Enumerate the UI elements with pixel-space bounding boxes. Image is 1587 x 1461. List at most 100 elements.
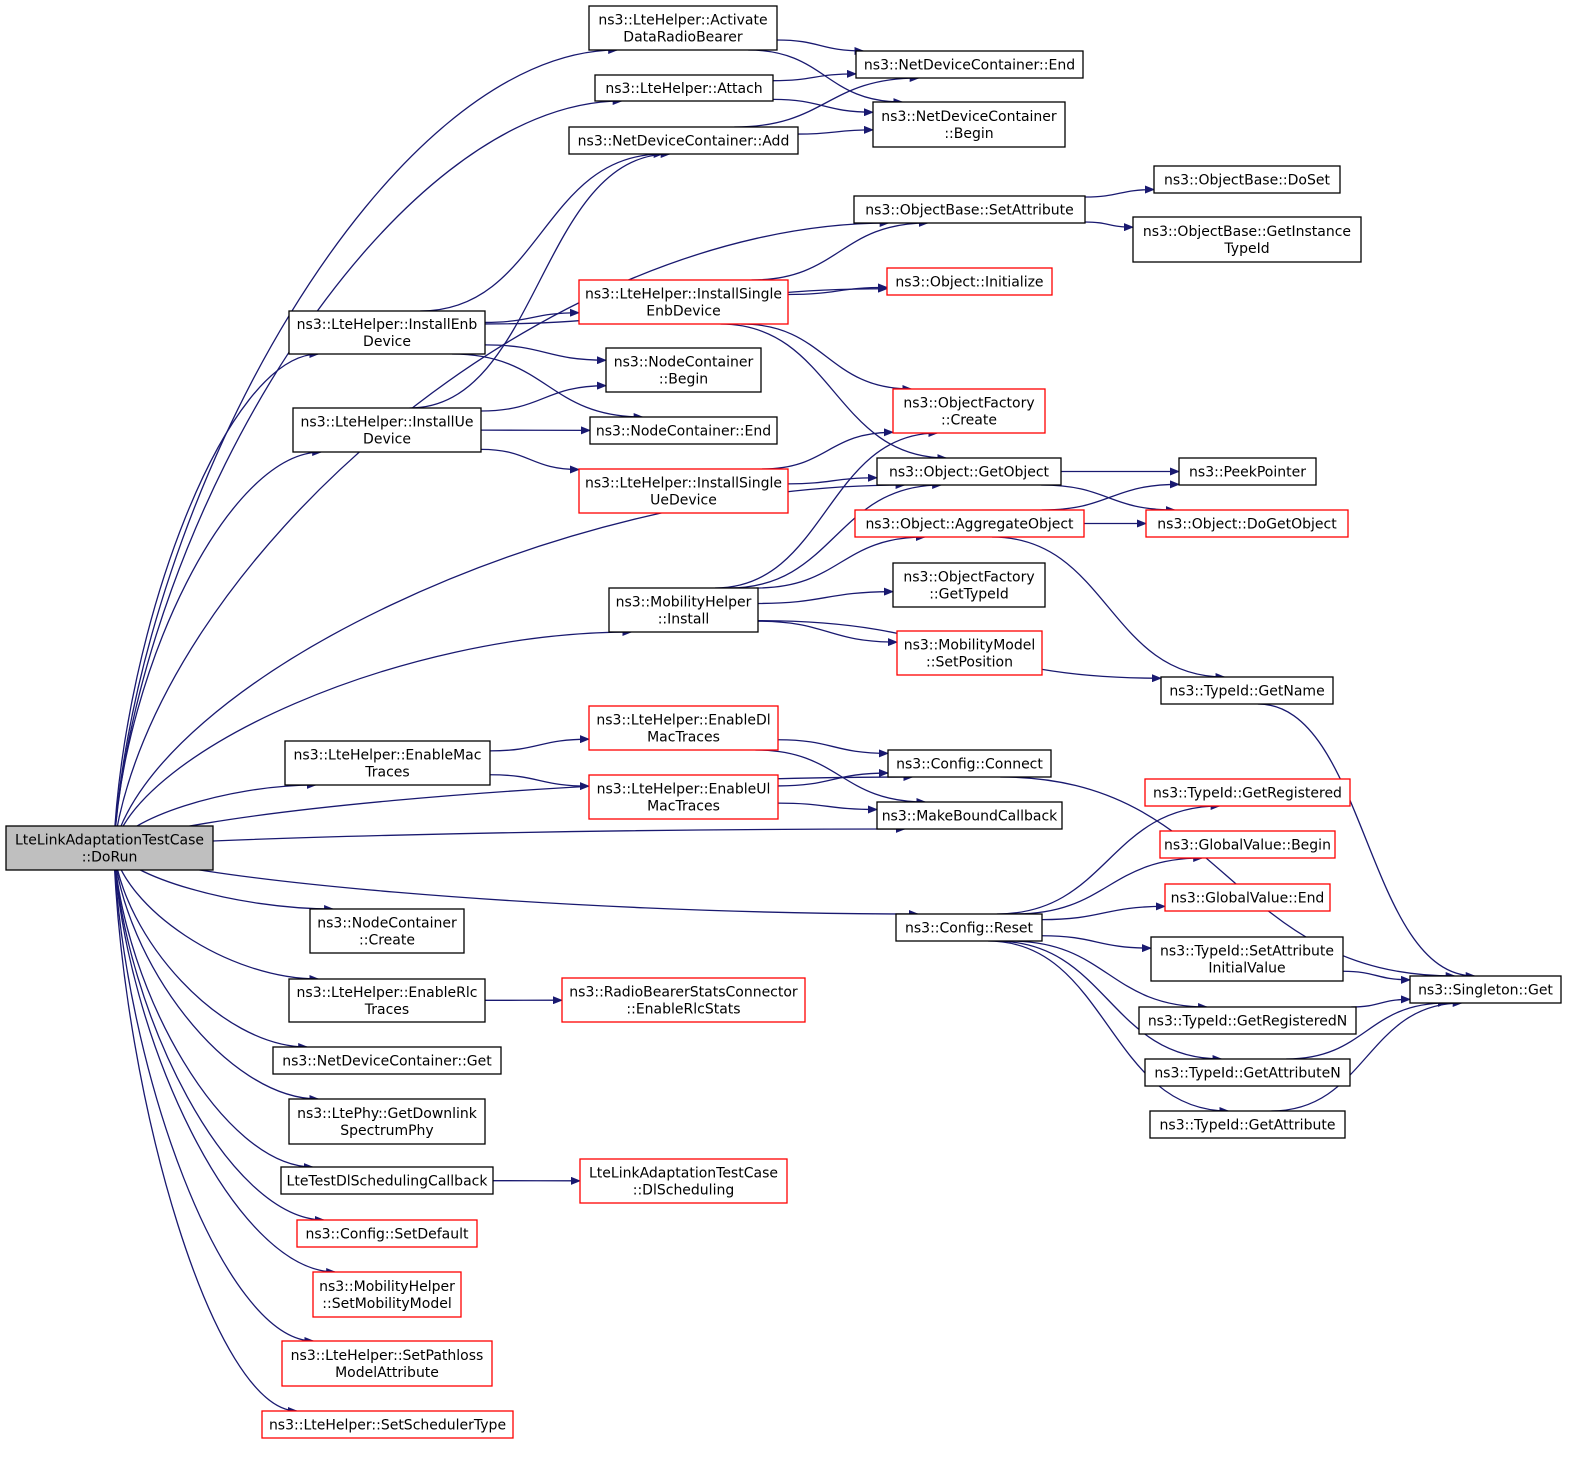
- node-box: [288, 310, 486, 355]
- edge-path: [420, 150, 664, 312]
- node-ofCreate[interactable]: ns3::ObjectFactory::Create: [892, 388, 1046, 434]
- node-label: ns3::LteHelper::EnableDl: [596, 713, 770, 729]
- node-root[interactable]: LteLinkAdaptationTestCase::DoRun: [5, 825, 214, 871]
- node-box: [855, 50, 1084, 79]
- node-label: ModelAttribute: [335, 1365, 439, 1381]
- node-tidGetAttr[interactable]: ns3::TypeId::GetAttribute: [1149, 1110, 1346, 1139]
- node-label: ns3::TypeId::GetAttributeN: [1154, 1066, 1340, 1082]
- node-gvBegin[interactable]: ns3::GlobalValue::Begin: [1159, 830, 1336, 859]
- edge-path: [480, 448, 580, 474]
- edge-path: [1286, 999, 1448, 1060]
- edge-mobInstall-to-aggregate: [756, 533, 926, 589]
- node-label: ::Create: [359, 933, 415, 949]
- node-mobInstall[interactable]: ns3::MobilityHelper::Install: [608, 587, 759, 633]
- node-cfgSetDefault[interactable]: ns3::Config::SetDefault: [296, 1219, 478, 1248]
- node-label: ::DoRun: [82, 850, 138, 866]
- edge-path: [112, 847, 320, 1103]
- node-getObject[interactable]: ns3::Object::GetObject: [876, 457, 1062, 486]
- node-ndcGet[interactable]: ns3::NetDeviceContainer::Get: [272, 1046, 502, 1075]
- edge-path: [991, 536, 1226, 681]
- node-pathloss[interactable]: ns3::LteHelper::SetPathlossModelAttribut…: [281, 1340, 493, 1387]
- node-label: DataRadioBearer: [623, 30, 743, 46]
- node-gvEnd[interactable]: ns3::GlobalValue::End: [1164, 883, 1331, 912]
- node-box: [589, 416, 778, 445]
- edge-path: [1351, 995, 1411, 1008]
- node-schedType[interactable]: ns3::LteHelper::SetSchedulerType: [261, 1410, 514, 1439]
- node-ncEnd[interactable]: ns3::NodeContainer::End: [589, 416, 778, 445]
- edge-path: [489, 735, 590, 752]
- node-rbsc[interactable]: ns3::RadioBearerStatsConnector::EnableRl…: [561, 977, 806, 1023]
- node-tidGetRegN[interactable]: ns3::TypeId::GetRegisteredN: [1138, 1006, 1357, 1035]
- edge-path: [112, 847, 320, 983]
- node-ncBegin[interactable]: ns3::NodeContainer::Begin: [605, 347, 762, 393]
- edge-enableDl-to-cfgConnect: [777, 739, 889, 758]
- node-ncCreate[interactable]: ns3::NodeContainer::Create: [309, 908, 465, 954]
- node-ndcEnd[interactable]: ns3::NetDeviceContainer::End: [855, 50, 1084, 79]
- node-label: ::DlScheduling: [633, 1183, 734, 1199]
- edge-installUe-to-ncBegin: [480, 381, 607, 412]
- edge-installEnb-to-installSingleEnb: [484, 308, 580, 324]
- node-peekPointer[interactable]: ns3::PeekPointer: [1178, 457, 1317, 486]
- edge-tidSetAttr-to-singleton: [1342, 970, 1411, 984]
- node-mobSetModel[interactable]: ns3::MobilityHelper::SetMobilityModel: [312, 1271, 462, 1318]
- node-tidGetReg[interactable]: ns3::TypeId::GetRegistered: [1144, 778, 1351, 807]
- edge-path: [1271, 999, 1463, 1112]
- node-doGetObject[interactable]: ns3::Object::DoGetObject: [1145, 509, 1349, 538]
- node-label: ::Install: [658, 612, 710, 628]
- node-objInit[interactable]: ns3::Object::Initialize: [886, 267, 1053, 296]
- node-label: ns3::Config::SetDefault: [305, 1227, 469, 1243]
- edge-path: [1257, 703, 1476, 980]
- edge-cfgConnect-to-singleton: [1000, 776, 1456, 980]
- edge-mobInstall-to-ofCreate: [715, 429, 939, 589]
- edge-path: [777, 769, 889, 787]
- node-box: [1153, 165, 1341, 194]
- node-aggregate[interactable]: ns3::Object::AggregateObject: [854, 509, 1085, 538]
- node-label: LteLinkAdaptationTestCase: [15, 833, 204, 849]
- edge-path: [113, 847, 919, 918]
- node-cfgReset[interactable]: ns3::Config::Reset: [895, 913, 1043, 942]
- node-ndcBegin[interactable]: ns3::NetDeviceContainer::Begin: [872, 101, 1066, 148]
- node-box: [1178, 457, 1317, 486]
- node-tidGetName[interactable]: ns3::TypeId::GetName: [1160, 676, 1334, 705]
- node-attach[interactable]: ns3::LteHelper::Attach: [594, 74, 774, 102]
- node-obSetAttr[interactable]: ns3::ObjectBase::SetAttribute: [853, 195, 1086, 224]
- node-dlSched[interactable]: LteLinkAdaptationTestCase::DlScheduling: [579, 1158, 788, 1204]
- edge-installEnb-to-ndcAdd: [420, 150, 664, 312]
- node-label: ns3::PeekPointer: [1189, 465, 1306, 481]
- node-mmSetPos[interactable]: ns3::MobilityModel::SetPosition: [896, 630, 1043, 676]
- node-label: ns3::GlobalValue::End: [1171, 891, 1325, 907]
- edge-path: [113, 825, 906, 849]
- edge-enableUl-to-cfgConnect: [777, 769, 889, 787]
- node-box: [608, 587, 759, 633]
- node-ndcAdd[interactable]: ns3::NetDeviceContainer::Add: [568, 126, 799, 155]
- node-singleton[interactable]: ns3::Singleton::Get: [1409, 975, 1562, 1004]
- edge-mobInstall-to-getObject: [728, 481, 943, 589]
- node-cfgConnect[interactable]: ns3::Config::Connect: [887, 749, 1052, 778]
- edge-root-to-cfgSetDefault: [112, 847, 325, 1224]
- edge-path: [797, 125, 874, 135]
- node-obDoSet[interactable]: ns3::ObjectBase::DoSet: [1153, 165, 1341, 194]
- node-ofGetTypeId[interactable]: ns3::ObjectFactory::GetTypeId: [892, 562, 1046, 608]
- node-box: [1144, 1058, 1351, 1087]
- edge-path: [728, 481, 943, 589]
- node-box: [1150, 936, 1344, 982]
- node-label: ns3::MakeBoundCallback: [882, 809, 1058, 825]
- edge-enableMac-to-enableUl: [489, 774, 590, 791]
- edge-installSingleUe-to-getObject: [787, 473, 878, 485]
- edge-path: [484, 308, 580, 324]
- node-lteTestDl[interactable]: LteTestDlSchedulingCallback: [280, 1166, 494, 1195]
- node-tidGetAttrN[interactable]: ns3::TypeId::GetAttributeN: [1144, 1058, 1351, 1087]
- node-makeBound[interactable]: ns3::MakeBoundCallback: [876, 801, 1063, 830]
